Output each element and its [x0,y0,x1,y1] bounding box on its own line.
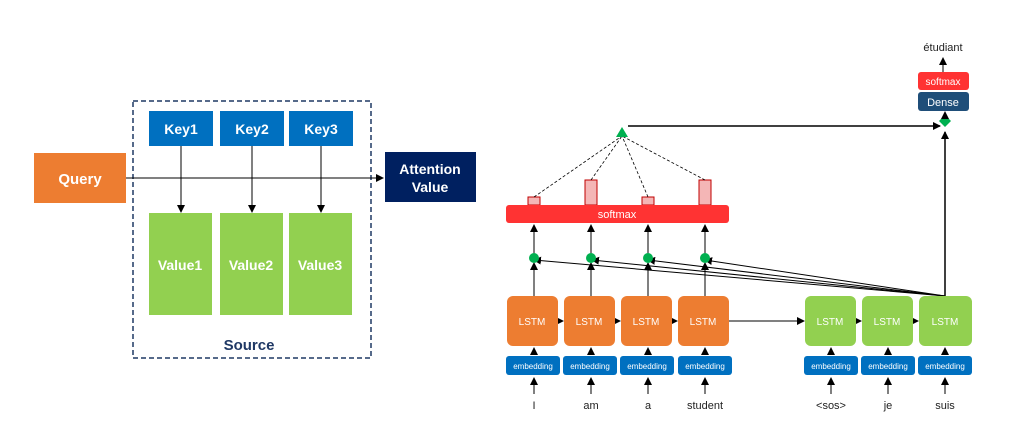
encoder-word-1: I [532,400,535,412]
decoder-lstm-label-1: LSTM [817,317,844,328]
embedding-label-enc-4: embedding [685,362,725,371]
score-dot-1 [529,253,539,263]
weight-bar-2 [584,179,598,206]
encoder-word-4: student [687,400,723,412]
word-to-embedding-arrows [530,377,949,394]
attention-label-line1: Attention [399,161,460,177]
embedding-to-lstm-arrows [530,347,949,355]
weight-bar-1 [527,196,541,206]
value2-label: Value2 [229,257,274,273]
embedding-dec-2 [861,356,915,375]
embedding-enc-2 [563,356,617,375]
dense-label: Dense [927,97,959,109]
embedding-label-dec-1: embedding [811,362,851,371]
encoder-to-dot-arrows [530,262,709,296]
encoder-word-2: am [583,400,598,412]
decoder-lstm-3 [919,296,972,346]
key1-label: Key1 [164,121,198,137]
output-word: étudiant [923,42,962,54]
dense-box [918,92,969,111]
embedding-label-dec-2: embedding [868,362,908,371]
decoder-lstm-cells: LSTM LSTM LSTM [805,296,972,346]
embedding-enc-1 [506,356,560,375]
key3-label: Key3 [304,121,338,137]
encoder-lstm-label-4: LSTM [690,317,717,328]
embedding-label-dec-3: embedding [925,362,965,371]
embedding-label-enc-2: embedding [570,362,610,371]
attention-score-dots [529,253,710,263]
embedding-label-enc-3: embedding [627,362,667,371]
attention-label-line2: Value [412,179,449,195]
embedding-dec-3 [918,356,972,375]
encoder-lstm-3 [621,296,672,346]
query-box [34,153,126,203]
query-label: Query [58,171,102,188]
encoder-lstm-label-3: LSTM [633,317,660,328]
decoder-word-1: <sos> [816,400,846,412]
key2-label: Key2 [235,121,269,137]
embedding-label-enc-1: embedding [513,362,553,371]
attention-weight-bars [527,179,712,206]
encoder-lstm-1 [507,296,558,346]
value3: Value3 [289,213,352,315]
seq2seq-attention-panel: softmax Dense softmax étudiant [506,42,972,412]
value1-label: Value1 [158,257,203,273]
encoder-lstm-4 [678,296,729,346]
weight-bar-4 [698,179,712,206]
encoder-lstm-cells: LSTM LSTM LSTM LSTM [507,296,729,346]
decoder-word-2: je [883,400,893,412]
input-words: I am a student <sos> je suis [532,400,955,412]
value3-label: Value3 [298,257,343,273]
value2: Value2 [220,213,283,315]
kv-attention-panel: Query Key1 Key2 Key3 Value1 Value2 [34,100,476,359]
source-label: Source [224,337,275,354]
softmax-out-label: softmax [925,77,960,88]
value1: Value1 [149,213,212,315]
encoder-lstm-2 [564,296,615,346]
embedding-dec-1 [804,356,858,375]
embedding-enc-4 [678,356,732,375]
context-vector-triangle [616,127,628,137]
softmax-bar [506,205,729,223]
concat-marker [939,115,951,127]
decoder-lstm-2 [862,296,913,346]
attention-value-box [385,152,476,202]
softmax-bar-label: softmax [598,209,637,221]
dot-to-softmax-arrows [530,224,709,254]
context-dashed-lines [533,135,706,198]
weight-bar-3 [641,196,655,206]
key2: Key2 [220,111,284,146]
decoder-lstm-label-2: LSTM [874,317,901,328]
key1: Key1 [149,111,213,146]
score-dot-3 [643,253,653,263]
decoder-lstm-1 [805,296,856,346]
score-dot-2 [586,253,596,263]
key3: Key3 [289,111,353,146]
score-lines [533,256,946,297]
decoder-lstm-label-3: LSTM [932,317,959,328]
encoder-lstm-label-2: LSTM [576,317,603,328]
encoder-lstm-label-1: LSTM [519,317,546,328]
embedding-enc-3 [620,356,674,375]
score-dot-4 [700,253,710,263]
encoder-word-3: a [645,400,652,412]
softmax-out-box [918,72,969,90]
decoder-word-3: suis [935,400,955,412]
embedding-boxes: embedding embedding embedding embedding … [506,356,972,375]
